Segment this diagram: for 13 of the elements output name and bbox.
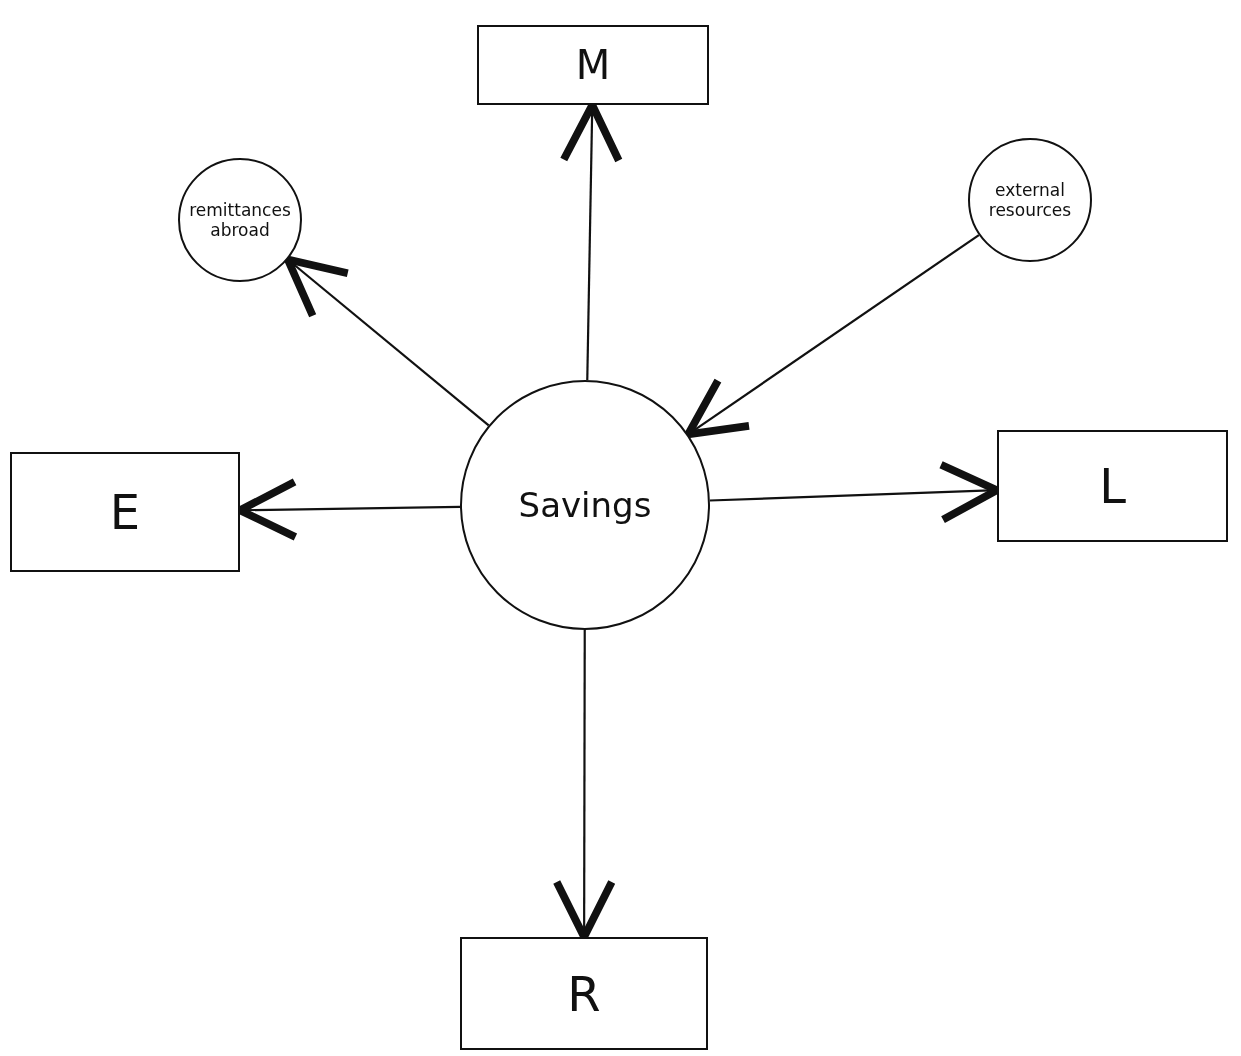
- node-label: Savings: [518, 485, 652, 525]
- process-box: [460, 937, 708, 1050]
- arrow: [283, 255, 490, 427]
- node-label: external resources: [987, 180, 1073, 220]
- node-label: E: [109, 484, 141, 540]
- arrow: [684, 234, 980, 439]
- node-label: remittances abroad: [188, 200, 292, 240]
- node-label: L: [1099, 458, 1126, 514]
- node-label: R: [567, 965, 601, 1022]
- node-label: M: [575, 42, 611, 88]
- process-box: [10, 452, 240, 572]
- process-box: [997, 430, 1228, 542]
- process-box: [477, 25, 709, 105]
